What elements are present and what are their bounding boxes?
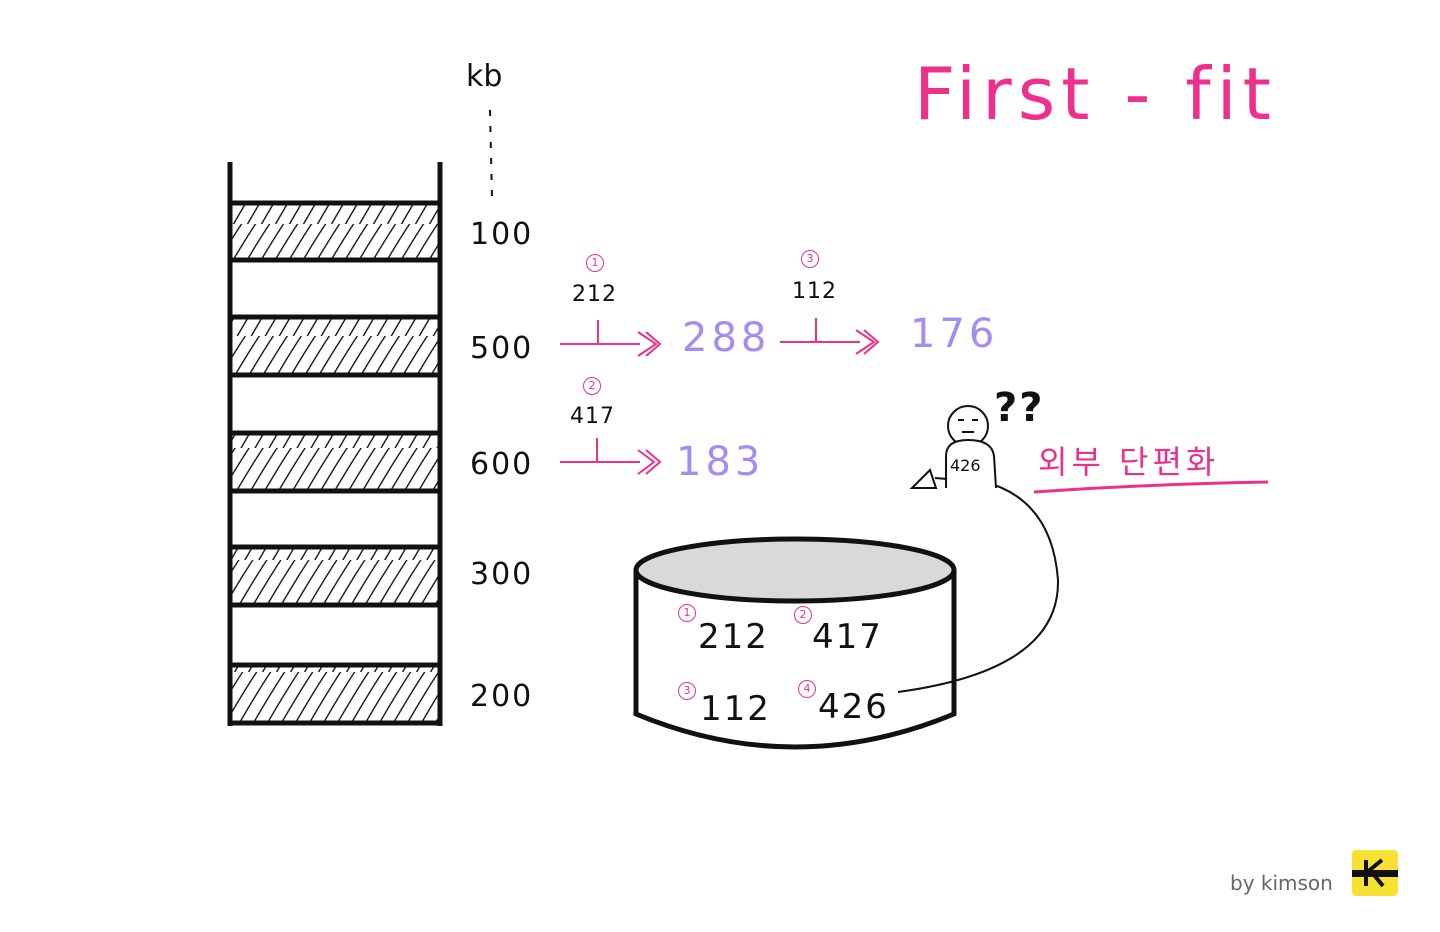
allocation-size-label: 417 [570, 404, 615, 429]
rejected-process-arrow [897, 477, 1060, 693]
memory-size-label: 300 [470, 557, 534, 592]
memory-size-label: 500 [470, 331, 534, 366]
confused-marks: ?? [994, 385, 1045, 431]
queue-drum [633, 536, 957, 750]
order-badge: 1 [586, 254, 604, 272]
queue-order-badge: 3 [678, 682, 696, 700]
order-badge: 3 [801, 250, 819, 268]
waiting-person-figure [945, 405, 997, 489]
memory-size-label: 100 [470, 217, 534, 252]
allocation-size-label: 112 [792, 279, 837, 304]
allocation-arrow-third [780, 318, 880, 355]
unit-dashed-line [489, 109, 493, 199]
queue-process-size: 212 [698, 617, 769, 657]
queue-process-size: 426 [818, 687, 889, 727]
allocated-hatch-2 [232, 318, 438, 373]
unit-label: kb [466, 59, 503, 94]
allocation-arrow-first [560, 320, 662, 357]
author-credit: by kimson [1230, 871, 1333, 895]
allocation-arrow-second [560, 438, 662, 475]
memory-size-label: 600 [470, 447, 534, 482]
order-badge: 2 [583, 377, 601, 395]
rejected-process-arrowhead [909, 468, 938, 489]
allocated-hatch-1 [232, 204, 438, 259]
memory-size-label: 200 [470, 679, 534, 714]
allocated-hatch-5 [232, 666, 438, 721]
remainder-value: 183 [676, 439, 765, 485]
fragmentation-underline [1033, 480, 1269, 494]
kimson-logo [1344, 850, 1406, 896]
allocated-hatch-4 [232, 548, 438, 603]
queue-order-badge: 1 [678, 604, 696, 622]
remainder-value: 176 [910, 311, 999, 357]
remainder-value: 288 [682, 315, 771, 361]
waiting-process-size: 426 [950, 456, 981, 475]
queue-process-size: 417 [812, 617, 883, 657]
queue-process-size: 112 [700, 689, 771, 729]
queue-order-badge: 4 [798, 680, 816, 698]
allocation-size-label: 212 [572, 282, 617, 307]
allocated-hatch-3 [232, 434, 438, 489]
external-fragmentation-label: 외부 단편화 [1038, 443, 1220, 481]
queue-order-badge: 2 [794, 606, 812, 624]
page-title: First - fit [914, 52, 1277, 136]
memory-stack [227, 162, 443, 726]
